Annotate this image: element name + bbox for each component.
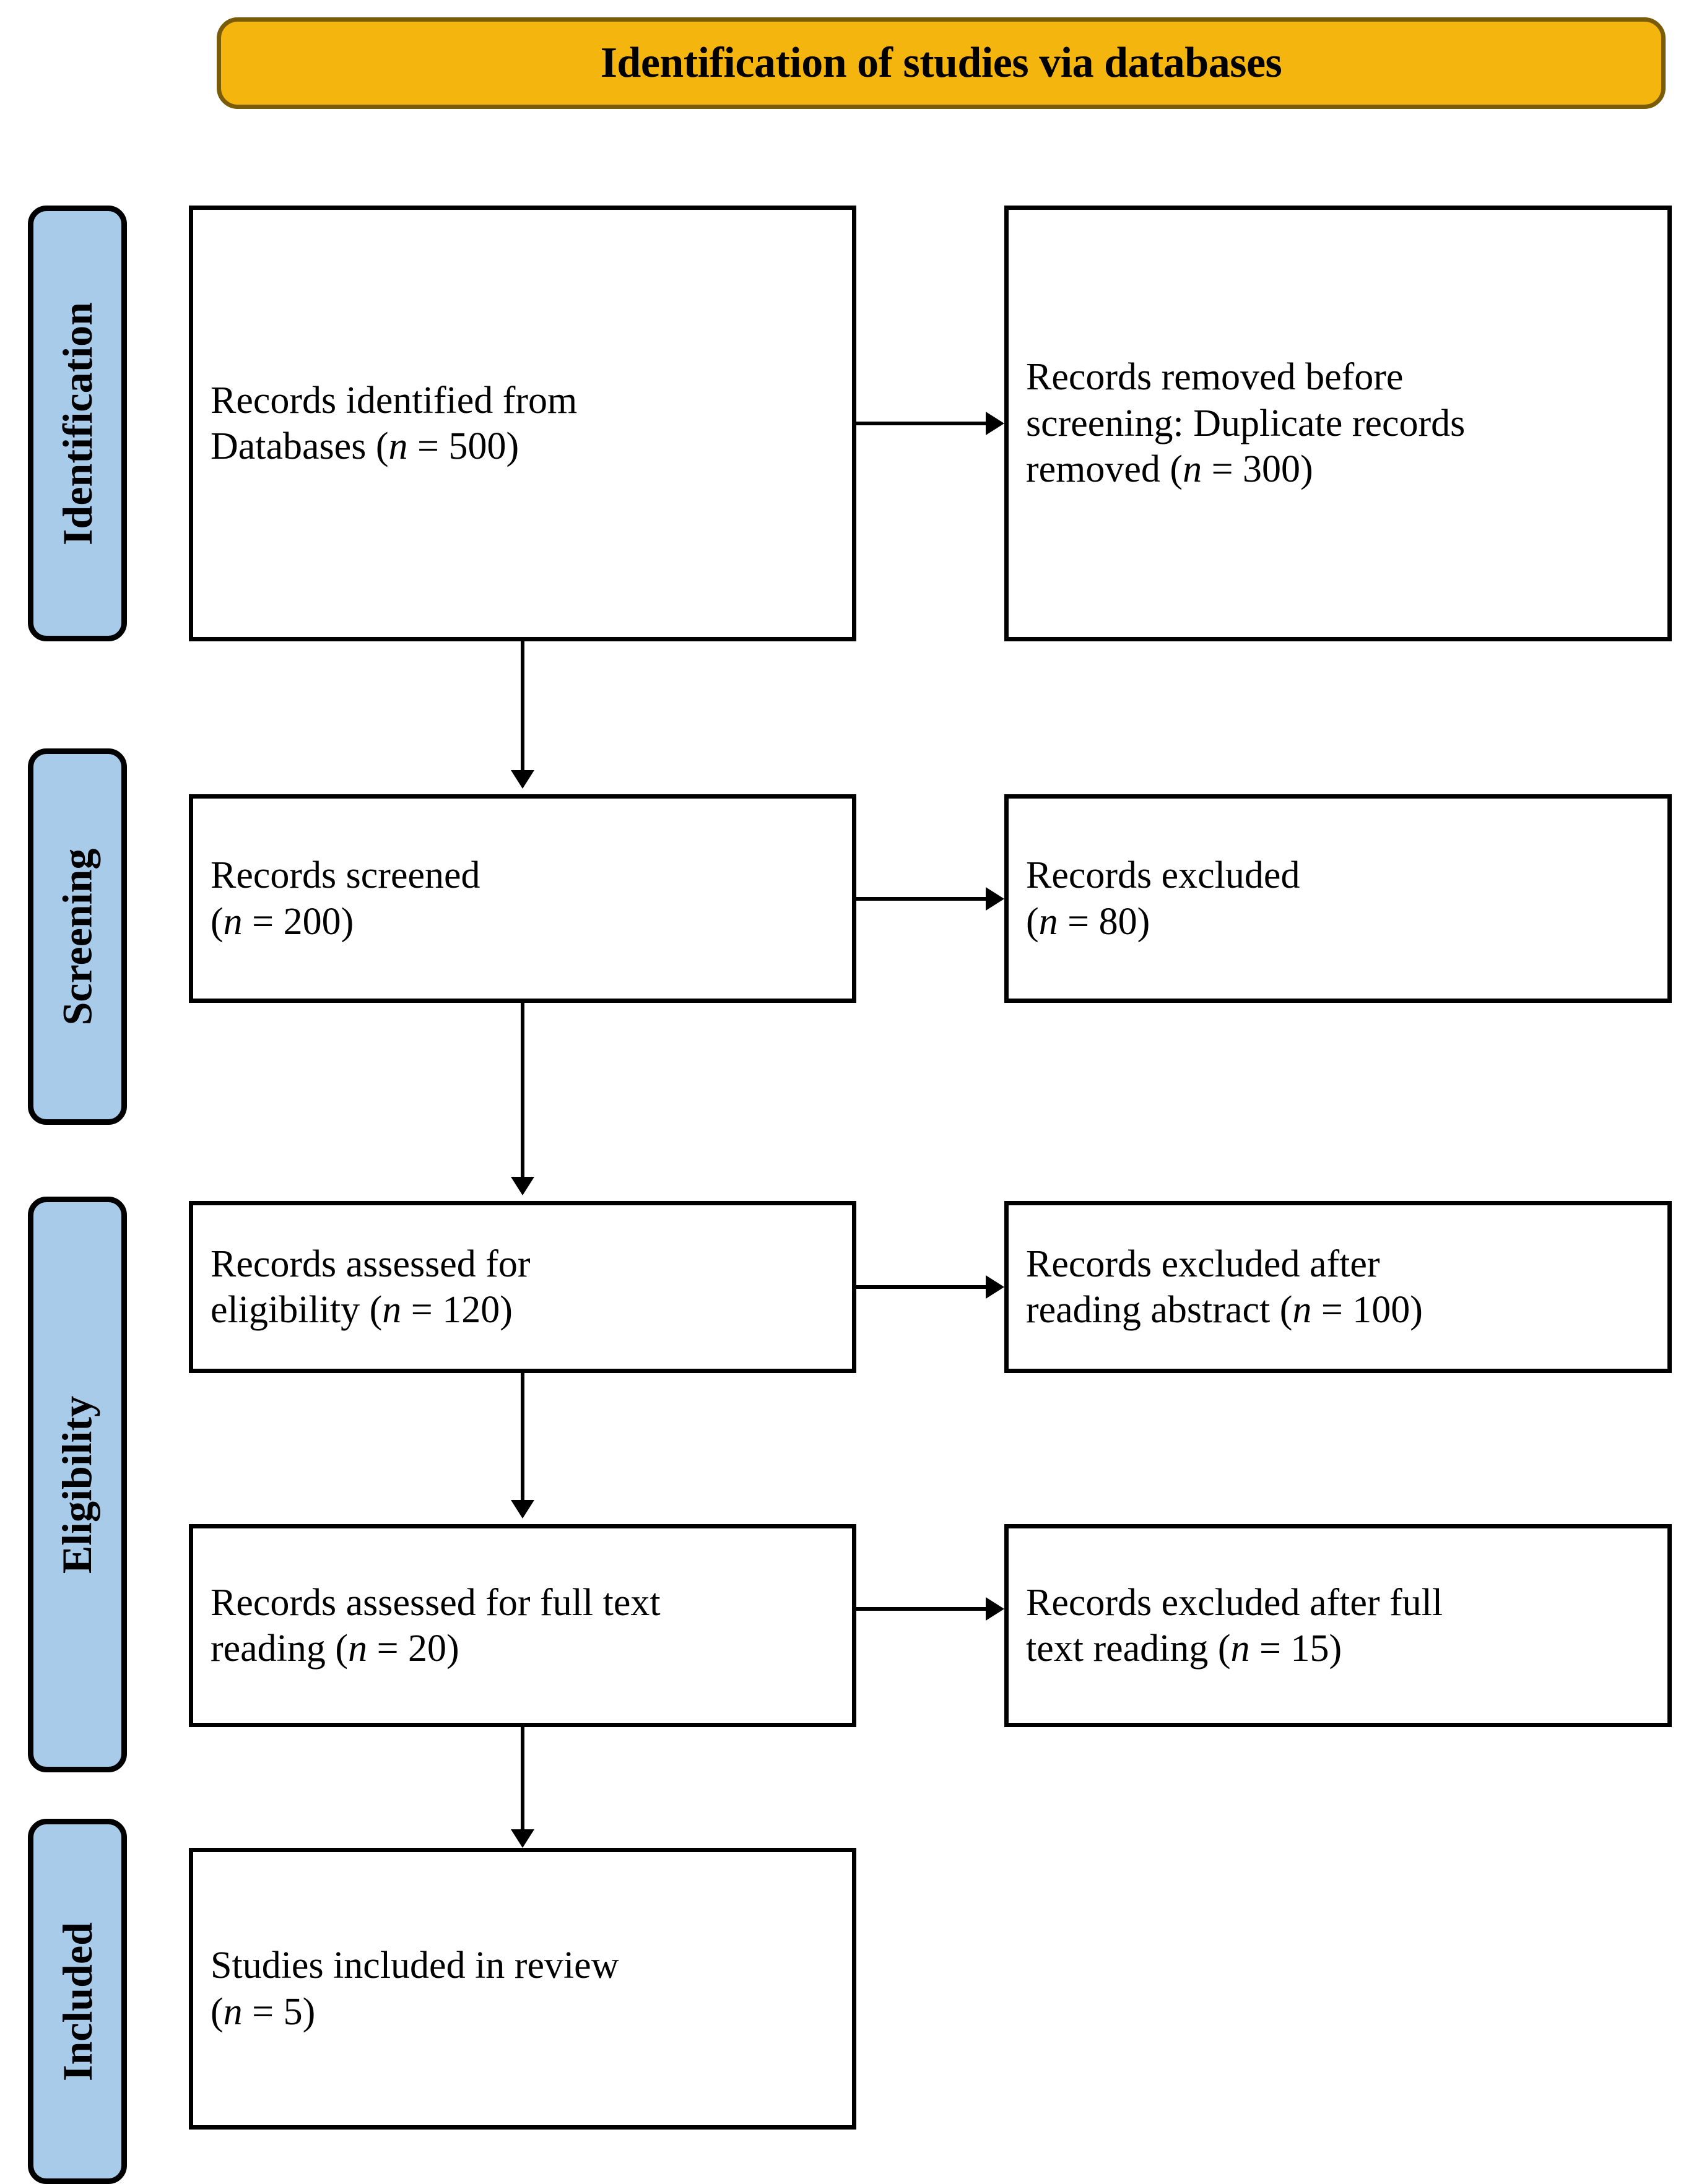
node-line: screening: Duplicate records [1026, 402, 1466, 444]
node-line: text reading (n = 15) [1026, 1627, 1342, 1670]
node-text: Records removed before screening: Duplic… [1009, 354, 1667, 492]
node-line: Records excluded [1026, 854, 1300, 897]
node-line: reading (n = 20) [211, 1627, 459, 1670]
phase-label-screening: Screening [28, 748, 127, 1125]
node-records-excluded-fulltext: Records excluded after full text reading… [1004, 1524, 1672, 1727]
node-line: Records excluded after full [1026, 1581, 1443, 1624]
n-symbol: n [1230, 1627, 1250, 1670]
phase-label-identification: Identification [28, 206, 127, 641]
connector-eligibility-to-fulltext [521, 1373, 524, 1500]
node-text: Records screened (n = 200) [193, 852, 852, 945]
node-records-removed: Records removed before screening: Duplic… [1004, 206, 1672, 641]
node-line: Records screened [211, 854, 480, 897]
node-line: Records identified from [211, 379, 578, 422]
node-text: Studies included in review (n = 5) [193, 1943, 852, 2035]
node-records-identified: Records identified from Databases (n = 5… [189, 206, 856, 641]
n-symbol: n [348, 1627, 368, 1670]
node-line: removed (n = 300) [1026, 448, 1313, 491]
phase-label-text: Included [53, 1922, 101, 2081]
connector-fulltext-to-excluded-fulltext [856, 1607, 986, 1611]
node-line: Records excluded after [1026, 1242, 1380, 1285]
arrowhead-right-icon [986, 412, 1004, 435]
n-symbol: n [223, 1990, 243, 2033]
phase-label-text: Identification [53, 301, 101, 545]
node-text: Records assessed for full text reading (… [193, 1580, 852, 1672]
n-symbol: n [1183, 448, 1202, 491]
arrowhead-down-icon [511, 1500, 534, 1519]
node-line: (n = 200) [211, 900, 354, 943]
connector-identified-to-screened [521, 641, 524, 770]
n-symbol: n [388, 425, 408, 467]
node-line: (n = 5) [211, 1990, 316, 2033]
node-line: Records assessed for [211, 1242, 531, 1285]
n-symbol: n [1038, 900, 1058, 943]
connector-identified-to-removed [856, 422, 986, 425]
node-line: eligibility (n = 120) [211, 1289, 513, 1331]
connector-eligibility-to-excluded-abstract [856, 1285, 986, 1289]
node-line: Records assessed for full text [211, 1581, 661, 1624]
phase-label-eligibility: Eligibility [28, 1197, 127, 1772]
node-records-screened: Records screened (n = 200) [189, 794, 856, 1003]
arrowhead-right-icon [986, 887, 1004, 911]
arrowhead-right-icon [986, 1275, 1004, 1299]
node-records-excluded-abstract: Records excluded after reading abstract … [1004, 1201, 1672, 1373]
node-line: Studies included in review [211, 1944, 619, 1987]
connector-screened-to-eligibility [521, 1003, 524, 1177]
n-symbol: n [223, 900, 243, 943]
node-studies-included: Studies included in review (n = 5) [189, 1848, 856, 2130]
node-records-assessed-fulltext: Records assessed for full text reading (… [189, 1524, 856, 1727]
n-symbol: n [1292, 1289, 1312, 1331]
page-title: Identification of studies via databases [600, 39, 1282, 87]
node-line: (n = 80) [1026, 900, 1150, 943]
header-banner: Identification of studies via databases [217, 17, 1666, 109]
phase-label-included: Included [28, 1819, 127, 2184]
arrowhead-down-icon [511, 1177, 534, 1195]
phase-label-text: Eligibility [53, 1395, 101, 1574]
arrowhead-right-icon [986, 1597, 1004, 1621]
connector-screened-to-excluded [856, 897, 986, 901]
node-text: Records excluded after full text reading… [1009, 1580, 1667, 1672]
node-line: reading abstract (n = 100) [1026, 1289, 1423, 1331]
node-text: Records assessed for eligibility (n = 12… [193, 1241, 852, 1333]
arrowhead-down-icon [511, 770, 534, 789]
node-records-assessed-eligibility: Records assessed for eligibility (n = 12… [189, 1201, 856, 1373]
connector-fulltext-to-included [521, 1727, 524, 1829]
node-records-excluded-screening: Records excluded (n = 80) [1004, 794, 1672, 1003]
arrowhead-down-icon [511, 1829, 534, 1848]
node-text: Records excluded after reading abstract … [1009, 1241, 1667, 1333]
node-text: Records excluded (n = 80) [1009, 852, 1667, 945]
node-line: Databases (n = 500) [211, 425, 519, 467]
node-text: Records identified from Databases (n = 5… [193, 378, 852, 470]
phase-label-text: Screening [53, 848, 101, 1025]
n-symbol: n [382, 1289, 402, 1331]
node-line: Records removed before [1026, 356, 1404, 399]
